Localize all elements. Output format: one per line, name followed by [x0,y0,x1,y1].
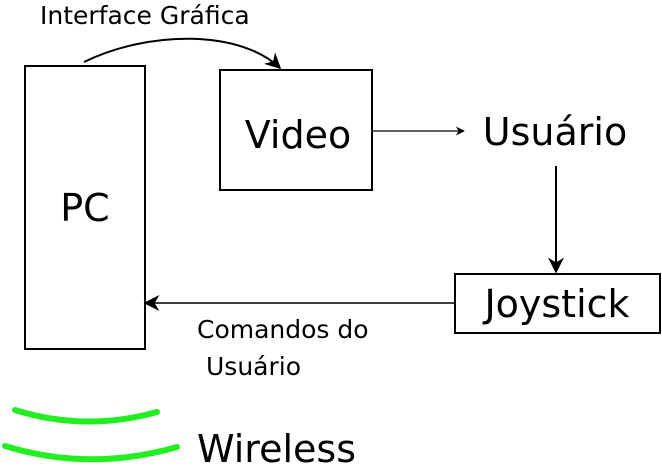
interface-grafica-label: Interface Gráfica [40,1,250,30]
edge-label-line1: Comandos do [197,315,369,344]
edge-label-line2: Usuário [206,352,301,381]
wireless-label: Wireless [197,427,356,470]
joystick-label: Joystick [482,282,629,326]
wireless-arc-upper [12,407,160,425]
arrow-pc-to-video [83,37,282,70]
pc-label: PC [60,186,109,230]
pc-box [24,65,146,350]
video-label: Video [245,113,351,157]
video-box [219,69,373,191]
user-label: Usuário [483,110,627,154]
wireless-arc-lower [2,443,180,463]
